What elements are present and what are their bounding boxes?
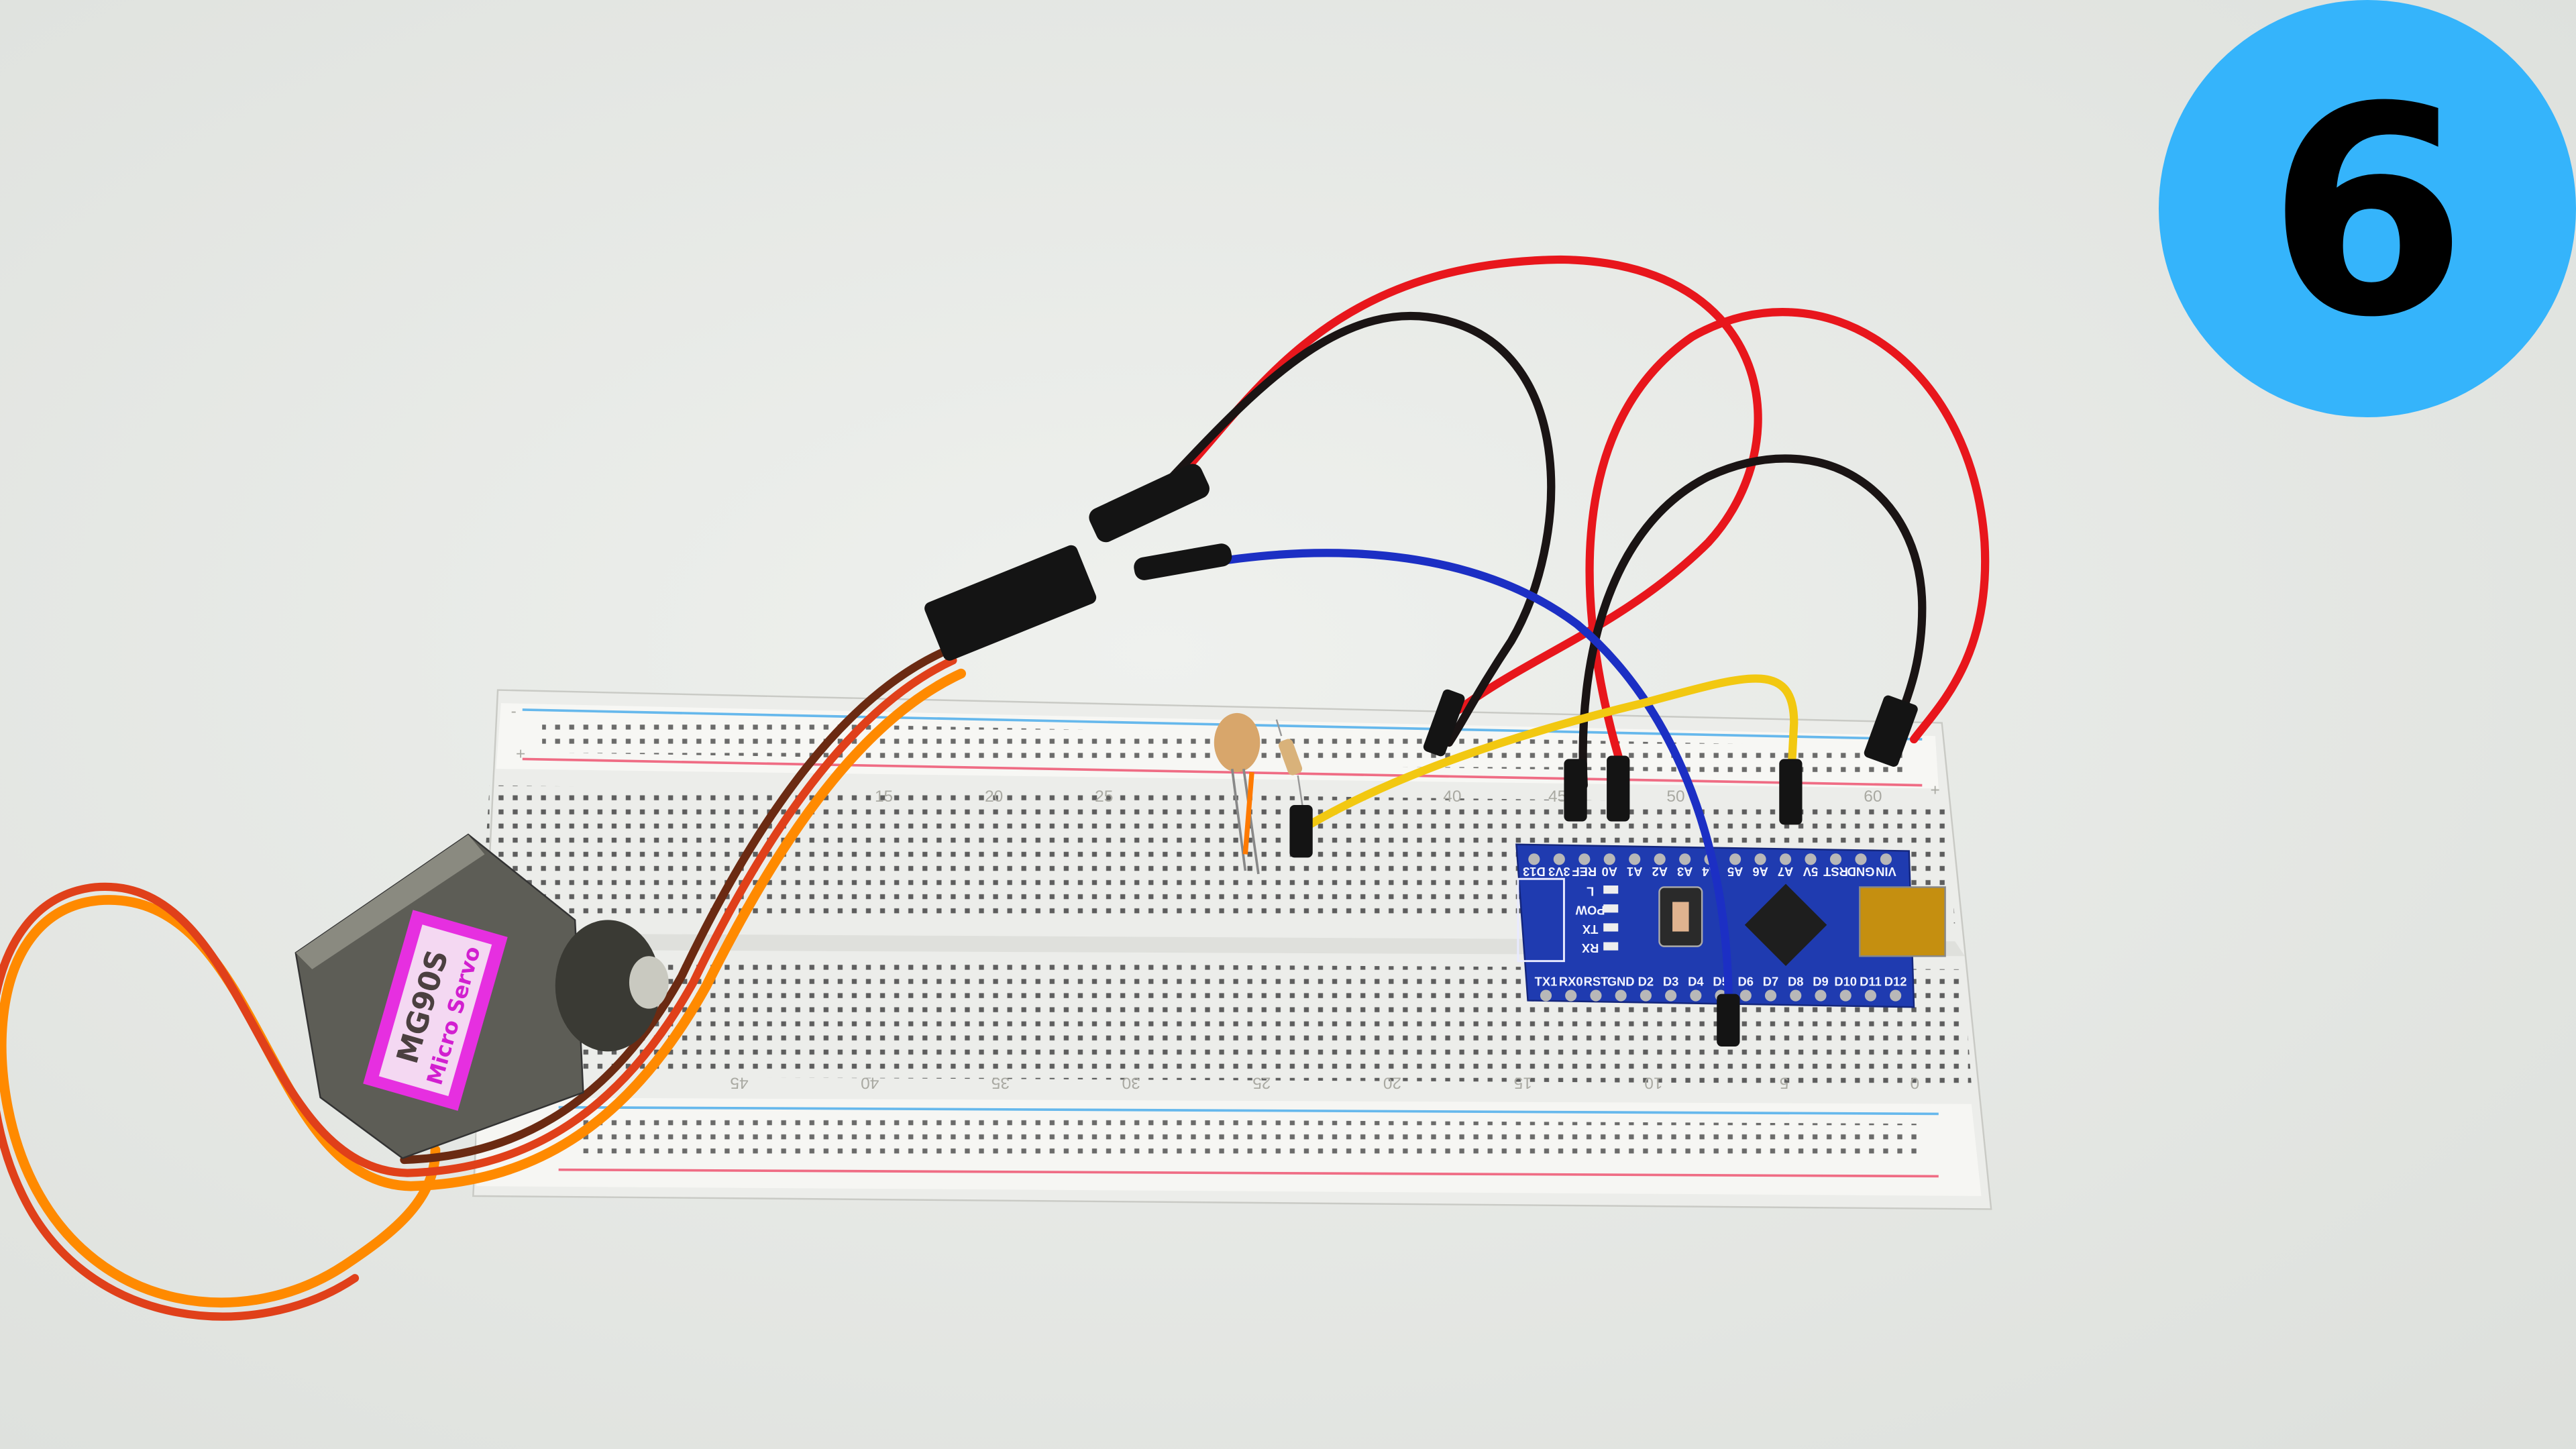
pin-header xyxy=(1790,989,1802,1002)
pin-header xyxy=(1890,989,1902,1002)
pin-label-top: A1 xyxy=(1627,865,1642,879)
pin-label-bottom: TX1 xyxy=(1535,974,1558,988)
column-number: 40 xyxy=(861,1074,879,1092)
step-number-badge: 6 xyxy=(2158,0,2576,418)
wire-red-right xyxy=(1585,308,1990,777)
led-label: RX xyxy=(1581,941,1599,955)
pin-label-bottom: D9 xyxy=(1813,974,1828,988)
pin-label-top: A2 xyxy=(1652,865,1667,879)
column-number: 25 xyxy=(1095,788,1113,806)
pin-label-bottom: D10 xyxy=(1834,974,1857,988)
pin-label-bottom: D2 xyxy=(1638,974,1654,988)
column-number: 50 xyxy=(1666,788,1684,806)
rail-minus-label: - xyxy=(511,702,517,720)
pin-label-bottom: D4 xyxy=(1688,974,1704,988)
pin-label-top: REF xyxy=(1572,865,1597,879)
column-number: 40 xyxy=(1443,788,1461,806)
pin-header xyxy=(1864,989,1876,1002)
dupont-connectors xyxy=(924,464,1918,1046)
pin-header xyxy=(1815,989,1827,1002)
pin-header xyxy=(1590,989,1602,1002)
servo-cable-red xyxy=(0,656,957,1321)
pin-header xyxy=(1629,853,1641,865)
pin-header xyxy=(1829,853,1842,865)
pin-label-top: A7 xyxy=(1778,865,1793,879)
led xyxy=(1603,923,1619,932)
wire-black-right xyxy=(1578,454,1927,790)
pin-label-top: A6 xyxy=(1752,865,1768,879)
pin-header xyxy=(1540,989,1552,1002)
jumper-wires xyxy=(0,255,1990,1321)
pin-header xyxy=(1754,853,1766,865)
pin-label-bottom: D3 xyxy=(1663,974,1678,988)
pin-label-top: 5V xyxy=(1803,865,1818,879)
column-number: 25 xyxy=(1252,1074,1271,1092)
column-number: 35 xyxy=(991,1074,1010,1092)
pin-label-top: GND xyxy=(1847,865,1875,879)
column-number: 0 xyxy=(1910,1074,1919,1092)
pin-header xyxy=(1565,989,1577,1002)
step-number: 6 xyxy=(2267,46,2467,380)
pin-label-top: A5 xyxy=(1727,865,1743,879)
led-label: POW xyxy=(1575,904,1605,918)
pin-label-top: A3 xyxy=(1677,865,1693,879)
column-number: 20 xyxy=(1383,1074,1401,1092)
pin-label-top: 3V3 xyxy=(1548,865,1570,879)
pin-label-top: VIN xyxy=(1876,865,1896,879)
pin-header xyxy=(1805,853,1817,865)
pin-header xyxy=(1729,853,1741,865)
pin-label-top: RST xyxy=(1823,865,1848,879)
rail-plus-label-right: + xyxy=(1931,781,1940,799)
pin-label-bottom: D11 xyxy=(1860,974,1882,988)
pin-header xyxy=(1739,989,1752,1002)
led xyxy=(1603,942,1619,951)
pin-label-top: D13 xyxy=(1523,865,1546,879)
wire-yellow xyxy=(1297,674,1799,834)
wire-blue xyxy=(1146,549,1733,1031)
pin-header xyxy=(1779,853,1792,865)
wire-black-rail xyxy=(1165,311,1556,747)
pin-header xyxy=(1665,989,1677,1002)
column-number: 45 xyxy=(1548,788,1566,806)
column-number: 30 xyxy=(1122,1074,1140,1092)
pin-header xyxy=(1603,853,1615,865)
pin-label-bottom: D7 xyxy=(1763,974,1778,988)
pin-header xyxy=(1690,989,1702,1002)
rail-plus-label: + xyxy=(516,745,525,763)
column-number: 60 xyxy=(1864,788,1882,806)
column-number: 5 xyxy=(1780,1074,1789,1092)
pin-header xyxy=(1553,853,1565,865)
pin-label-bottom: RST xyxy=(1584,974,1609,988)
pin-label-bottom: RX0 xyxy=(1559,974,1583,988)
pin-header xyxy=(1880,853,1892,865)
servo-cable-brown xyxy=(400,646,951,1165)
column-number: 20 xyxy=(985,788,1003,806)
column-number: 15 xyxy=(875,788,893,806)
pin-header xyxy=(1654,853,1666,865)
servo-motor: MG90S Micro Servo xyxy=(294,833,669,1159)
pin-label-bottom: D8 xyxy=(1788,974,1803,988)
pin-header xyxy=(1679,853,1691,865)
pin-label-bottom: D6 xyxy=(1738,974,1754,988)
led-label: L xyxy=(1587,884,1594,898)
pin-header xyxy=(1615,989,1627,1002)
column-number: 45 xyxy=(730,1074,748,1092)
pin-label-bottom: D12 xyxy=(1884,974,1907,988)
led xyxy=(1603,904,1619,913)
led xyxy=(1603,885,1619,894)
pin-header xyxy=(1528,853,1540,865)
column-number: 10 xyxy=(1644,1074,1662,1092)
pin-label-top: A0 xyxy=(1602,865,1617,879)
photoresistor xyxy=(1214,712,1260,875)
pin-label-bottom: GND xyxy=(1607,974,1635,988)
pin-header xyxy=(1578,853,1591,865)
pin-header xyxy=(1855,853,1867,865)
pin-header xyxy=(1764,989,1777,1002)
led-label: TX xyxy=(1582,922,1598,936)
pin-header xyxy=(1640,989,1652,1002)
pin-header xyxy=(1839,989,1851,1002)
column-number: 15 xyxy=(1514,1074,1532,1092)
